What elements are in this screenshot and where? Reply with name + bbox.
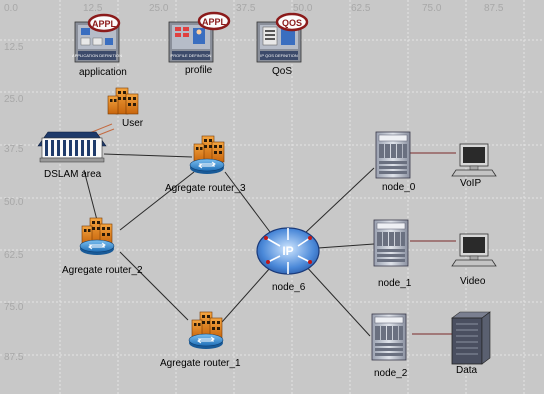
user-label: User — [122, 118, 144, 129]
x-tick: 12.5 — [83, 3, 103, 14]
badge-ring — [275, 12, 309, 32]
y-tick: 25.0 — [4, 94, 24, 105]
video-label: Video — [460, 276, 486, 287]
router-1-label: Agregate router_1 — [160, 358, 241, 369]
definition-caption: IP QOS DEFINITION — [260, 53, 298, 58]
node-0[interactable]: node_0 — [375, 131, 416, 193]
y-tick: 87.5 — [4, 352, 24, 363]
voip-node[interactable]: VoIP — [451, 143, 497, 189]
links — [81, 123, 456, 337]
user-node[interactable]: User — [107, 87, 144, 129]
dslam-label: DSLAM area — [44, 169, 102, 180]
router-2-label: Agregate router_2 — [62, 265, 143, 276]
data-label: Data — [456, 365, 478, 376]
qos-label: QoS — [272, 66, 292, 77]
definition-panel-icon: IP QOS DEFINITION — [256, 21, 302, 63]
server-rack-icon — [371, 313, 407, 361]
x-tick: 75.0 — [422, 3, 442, 14]
application-definition[interactable]: APPLICATION DEFINITION APPL application — [72, 13, 127, 78]
badge-ring — [197, 11, 231, 31]
node-2-label: node_2 — [374, 368, 408, 379]
x-tick: 25.0 — [149, 3, 169, 14]
link-node6-node1[interactable] — [317, 243, 375, 249]
link-router2-router1[interactable] — [119, 251, 189, 321]
profile-definition[interactable]: PROFILE DEFINITION APPL profile — [168, 11, 231, 76]
server-rack-icon — [375, 131, 411, 179]
x-tick: 87.5 — [484, 3, 504, 14]
badge-label: APPL — [92, 19, 117, 29]
router-3-node[interactable]: Agregate router_3 — [165, 135, 246, 194]
video-node[interactable]: Video — [451, 233, 497, 287]
profile-label: profile — [185, 65, 213, 76]
router-1-node[interactable]: Agregate router_1 — [160, 311, 241, 369]
node-2[interactable]: node_2 — [371, 313, 408, 379]
link-dslam-router3[interactable] — [103, 153, 193, 158]
definition-caption: PROFILE DEFINITION — [171, 53, 212, 58]
ip-router-icon: IP — [256, 227, 320, 275]
node-6[interactable]: IP node_6 — [256, 227, 320, 293]
x-axis-ticks: 0.0 12.5 25.0 37.5 50.0 62.5 75.0 87.5 — [4, 3, 504, 14]
storage-server-icon — [451, 311, 491, 365]
link-node6-node0[interactable] — [303, 167, 375, 235]
x-tick: 0.0 — [4, 3, 18, 14]
x-tick: 50.0 — [293, 3, 313, 14]
dslam-node[interactable]: DSLAM area — [37, 131, 107, 180]
svg-text:IP: IP — [282, 244, 293, 258]
router-2-node[interactable]: Agregate router_2 — [62, 217, 143, 276]
y-axis-ticks: 12.5 25.0 37.5 50.0 62.5 75.0 87.5 — [4, 42, 24, 363]
data-node[interactable]: Data — [451, 311, 491, 376]
qos-definition[interactable]: IP QOS DEFINITION QOS QoS — [256, 12, 309, 77]
badge-label: APPL — [202, 17, 227, 27]
application-label: application — [79, 67, 127, 78]
voip-label: VoIP — [460, 178, 481, 189]
x-tick: 37.5 — [236, 3, 256, 14]
node-1[interactable]: node_1 — [373, 219, 412, 289]
node-0-label: node_0 — [382, 182, 416, 193]
link-router3-node6[interactable] — [224, 171, 271, 233]
definition-panel-icon: PROFILE DEFINITION — [168, 21, 214, 63]
router-3-label: Agregate router_3 — [165, 183, 246, 194]
y-tick: 62.5 — [4, 250, 24, 261]
y-tick: 75.0 — [4, 302, 24, 313]
definition-panel-icon: APPLICATION DEFINITION — [72, 21, 122, 63]
y-tick: 50.0 — [4, 197, 24, 208]
definition-caption: APPLICATION DEFINITION — [72, 53, 122, 58]
y-tick: 37.5 — [4, 144, 24, 155]
link-dslam-router2[interactable] — [83, 169, 99, 225]
node-1-label: node_1 — [378, 278, 412, 289]
server-rack-icon — [373, 219, 409, 267]
x-tick: 62.5 — [351, 3, 371, 14]
dslam-building-icon — [37, 131, 107, 163]
link-router2-router3[interactable] — [119, 171, 195, 231]
link-router1-node6[interactable] — [221, 267, 271, 323]
badge-label: QOS — [282, 18, 302, 28]
link-node6-node2[interactable] — [303, 263, 371, 337]
y-tick: 12.5 — [4, 42, 24, 53]
node-6-label: node_6 — [272, 282, 306, 293]
badge-ring — [87, 13, 121, 33]
